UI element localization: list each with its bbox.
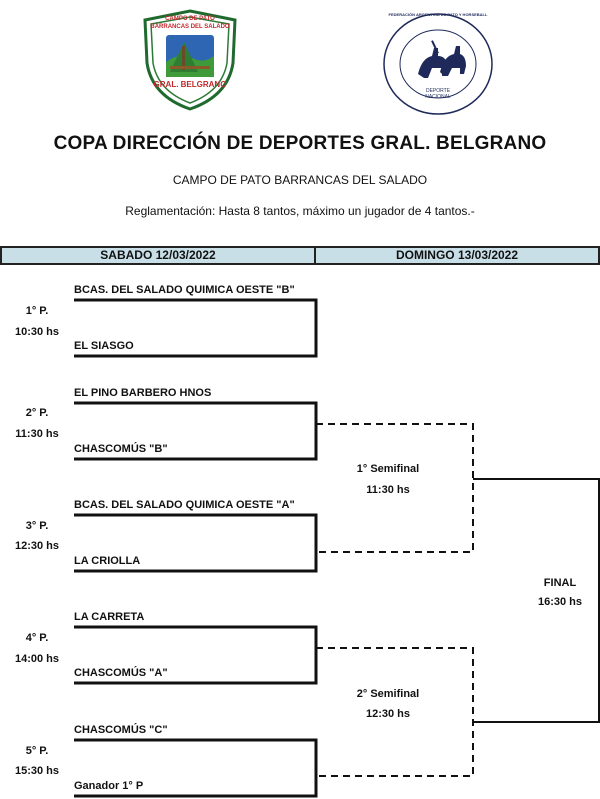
page-title: COPA DIRECCIÓN DE DEPORTES GRAL. BELGRAN…: [53, 133, 547, 154]
semifinal-1-label: 1° Semifinal: [356, 463, 420, 475]
match-2-time: 11:30 hs: [15, 428, 59, 440]
logo-barrancas-del-salado: CAMPO DE PATO BARRANCAS DEL SALADO GRAL.…: [140, 8, 240, 112]
semifinal-2-label: 2° Semifinal: [356, 688, 420, 700]
logo-left-line3: GRAL. BELGRANO: [153, 80, 227, 89]
venue-subtitle: CAMPO DE PATO BARRANCAS DEL SALADO: [172, 173, 428, 187]
match-1-number: 1° P.: [25, 305, 49, 317]
match-3-team-a: BCAS. DEL SALADO QUIMICA OESTE "A": [74, 499, 295, 511]
logo-federacion-argentina-pato: FEDERACIÓN ARGENTINA DE PATO Y HORSEBALL…: [382, 12, 494, 116]
final-label: FINAL: [543, 577, 577, 589]
match-2-team-a: EL PINO BARBERO HNOS: [74, 387, 212, 399]
bracket-semifinal-1: [316, 423, 474, 553]
match-4-number: 4° P.: [25, 632, 49, 644]
match-3-time: 12:30 hs: [14, 540, 60, 552]
match-5-team-a: CHASCOMÚS "C": [74, 724, 168, 736]
match-1-team-a: BCAS. DEL SALADO QUIMICA OESTE "B": [74, 284, 295, 296]
bracket-final: [473, 478, 600, 723]
final-time: 16:30 hs: [537, 596, 583, 608]
bracket-match-2: [74, 401, 318, 461]
match-1-time: 10:30 hs: [14, 326, 60, 338]
bracket-match-3: [74, 513, 318, 573]
match-5-time: 15:30 hs: [14, 765, 60, 777]
header-day1: SABADO 12/03/2022: [0, 246, 316, 265]
bracket-match-1: [74, 298, 318, 358]
semifinal-1-time: 11:30 hs: [366, 484, 410, 496]
match-5-team-b: Ganador 1° P: [74, 780, 144, 792]
bracket-semifinal-2: [316, 647, 474, 777]
logo-right-ring-text: FEDERACIÓN ARGENTINA DE PATO Y HORSEBALL: [388, 12, 488, 17]
match-5-number: 5° P.: [25, 745, 49, 757]
semifinal-2-time: 12:30 hs: [365, 708, 411, 720]
match-2-team-b: CHASCOMÚS "B": [74, 443, 168, 455]
match-2-number: 2° P.: [25, 407, 49, 419]
header-day2: DOMINGO 13/03/2022: [314, 246, 600, 265]
match-3-team-b: LA CRIOLLA: [74, 555, 141, 567]
match-4-time: 14:00 hs: [14, 653, 60, 665]
match-1-team-b: EL SIASGO: [74, 340, 134, 352]
logo-right-inner-line2: NACIONAL: [425, 94, 451, 100]
rules-text: Reglamentación: Hasta 8 tantos, máximo u…: [125, 204, 475, 218]
logo-right-inner-line1: DEPORTE: [425, 88, 451, 94]
bracket-match-5: [74, 738, 318, 798]
logo-left-line2: BARRANCAS DEL SALADO: [150, 24, 230, 30]
bracket-match-4: [74, 625, 318, 685]
match-4-team-a: LA CARRETA: [74, 611, 145, 623]
match-3-number: 3° P.: [25, 520, 49, 532]
logo-left-line1: CAMPO DE PATO: [165, 16, 215, 22]
match-4-team-b: CHASCOMÚS "A": [74, 667, 168, 679]
